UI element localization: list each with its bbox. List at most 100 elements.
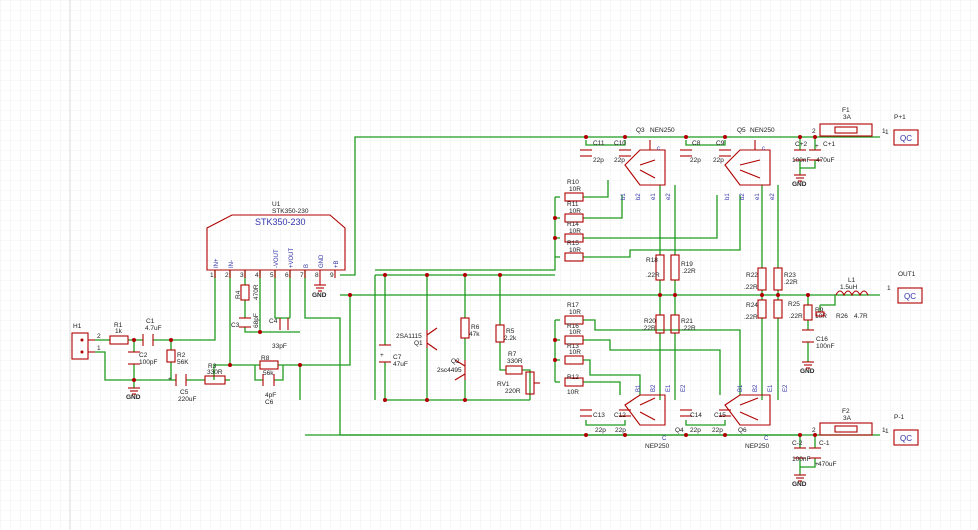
svg-text:4pF: 4pF (265, 392, 276, 399)
svg-text:+: + (815, 143, 819, 150)
svg-text:2SA1115: 2SA1115 (396, 333, 422, 340)
ground-bottom-rail: GND (792, 474, 807, 488)
svg-text:C3: C3 (231, 322, 240, 329)
u1-pin-num-1: 1 (210, 272, 214, 279)
resistor-r22[interactable]: R22.22R (744, 267, 767, 291)
connector-p-minus-1[interactable]: QC P-1 1 (885, 414, 919, 446)
svg-text:+: + (168, 376, 172, 383)
svg-text:E2: E2 (681, 384, 687, 392)
svg-text:.22R: .22R (682, 268, 696, 275)
svg-text:C6: C6 (265, 399, 274, 406)
svg-text:R24: R24 (746, 302, 758, 309)
svg-text:R8: R8 (261, 355, 270, 362)
svg-text:RV1: RV1 (497, 381, 510, 388)
svg-text:22p: 22p (595, 427, 606, 434)
connector-p-plus-1[interactable]: QC P+1 1 (885, 114, 919, 146)
svg-text:68pF: 68pF (253, 313, 260, 328)
resistor-r20[interactable]: R20.22R (642, 314, 665, 334)
svg-text:C1: C1 (146, 318, 155, 325)
svg-text:22p: 22p (593, 157, 604, 164)
svg-text:100nF: 100nF (816, 343, 834, 350)
svg-text:b2: b2 (636, 193, 642, 200)
capacitor-c3[interactable]: C3 68pF (231, 313, 260, 329)
u1-pin-num-2: 2 (225, 272, 229, 279)
resistor-r5[interactable]: R52.2k (495, 324, 517, 343)
svg-text:1k: 1k (115, 328, 123, 335)
u1-pin-name-8: GND (319, 254, 325, 268)
resistor-r23[interactable]: R23.22R (773, 267, 798, 291)
svg-text:3A: 3A (843, 415, 852, 422)
svg-text:330R: 330R (207, 369, 223, 376)
svg-text:e1: e1 (651, 193, 657, 200)
resistor-r19[interactable]: R19.22R (670, 254, 696, 281)
svg-text:C: C (764, 436, 769, 442)
connector-out1[interactable]: QC OUT1 1 (887, 271, 923, 304)
inductor-l1[interactable]: L11.5uH (835, 277, 869, 297)
resistor-r25[interactable]: R25 .22R (773, 299, 803, 320)
u1-stk350[interactable]: IN+ IN- -VOUT +VOUT B GND +B 1 2 3 4 5 6… (206, 201, 346, 279)
resistor-r21[interactable]: R21.22R (670, 314, 696, 334)
ground-zobel: GND (800, 361, 815, 375)
h1-input-header[interactable]: H1 1 2 (71, 323, 101, 360)
svg-text:GND: GND (792, 181, 807, 188)
u1-pin-num-5: 5 (270, 272, 274, 279)
ground-input: GND (126, 387, 141, 401)
svg-text:R26: R26 (836, 313, 848, 320)
resistor-r18[interactable]: R18.22R (646, 254, 665, 281)
capacitor-c1[interactable]: C14.7uF (142, 318, 162, 346)
svg-text:e2: e2 (770, 193, 776, 200)
svg-text:.22R: .22R (784, 279, 798, 286)
h1-ref: H1 (73, 323, 82, 330)
svg-text:.22R: .22R (789, 313, 803, 320)
svg-text:Q6: Q6 (738, 427, 747, 434)
svg-text:10R: 10R (569, 208, 581, 215)
svg-text:B1: B1 (636, 384, 642, 392)
resistor-r24[interactable]: R24.22R (744, 299, 767, 321)
u1-pin-name-1: IN+ (214, 258, 220, 268)
u1-pin-name-5: -VOUT (274, 249, 280, 268)
svg-text:R25: R25 (788, 301, 800, 308)
